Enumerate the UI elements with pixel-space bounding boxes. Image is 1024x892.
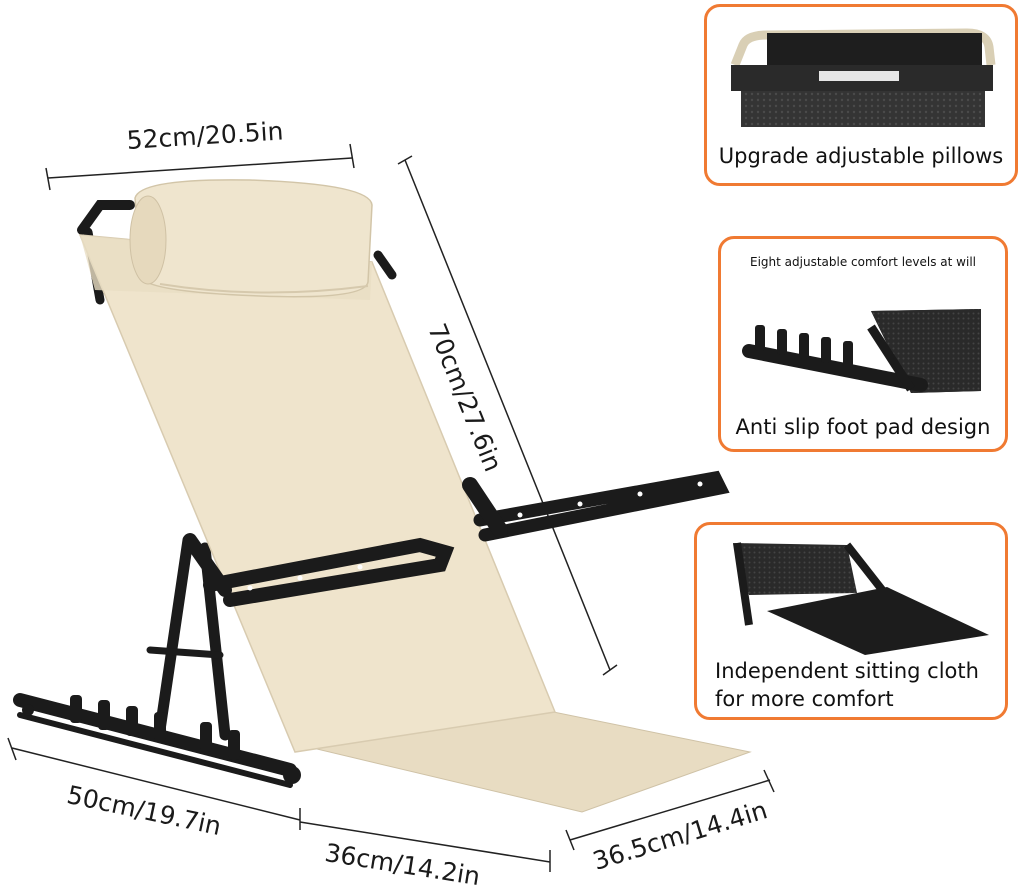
feature-title-sitting-cloth-line1: Independent sitting cloth (715, 659, 979, 683)
feature-card-pillow: Upgrade adjustable pillows (704, 4, 1018, 186)
sitting-cloth-closeup-image (733, 542, 989, 655)
adjustment-notches (22, 695, 301, 784)
feature-card-sitting-cloth: Independent sitting cloth for more comfo… (694, 522, 1008, 720)
feature-card-foot-pad: Eight adjustable comfort levels at will … (718, 236, 1008, 452)
pillow-closeup-image (730, 28, 996, 127)
feature-title-foot-pad: Anti slip foot pad design (735, 415, 991, 439)
feature-title-pillow: Upgrade adjustable pillows (718, 144, 1004, 168)
feature-header-comfort-levels: Eight adjustable comfort levels at will (750, 255, 976, 269)
feature-title-sitting-cloth-line2: for more comfort (715, 687, 894, 711)
foot-pad-closeup-image (742, 309, 981, 393)
chair-frame-front (183, 470, 730, 607)
dimension-lines (7, 143, 775, 872)
pillow (129, 179, 373, 298)
